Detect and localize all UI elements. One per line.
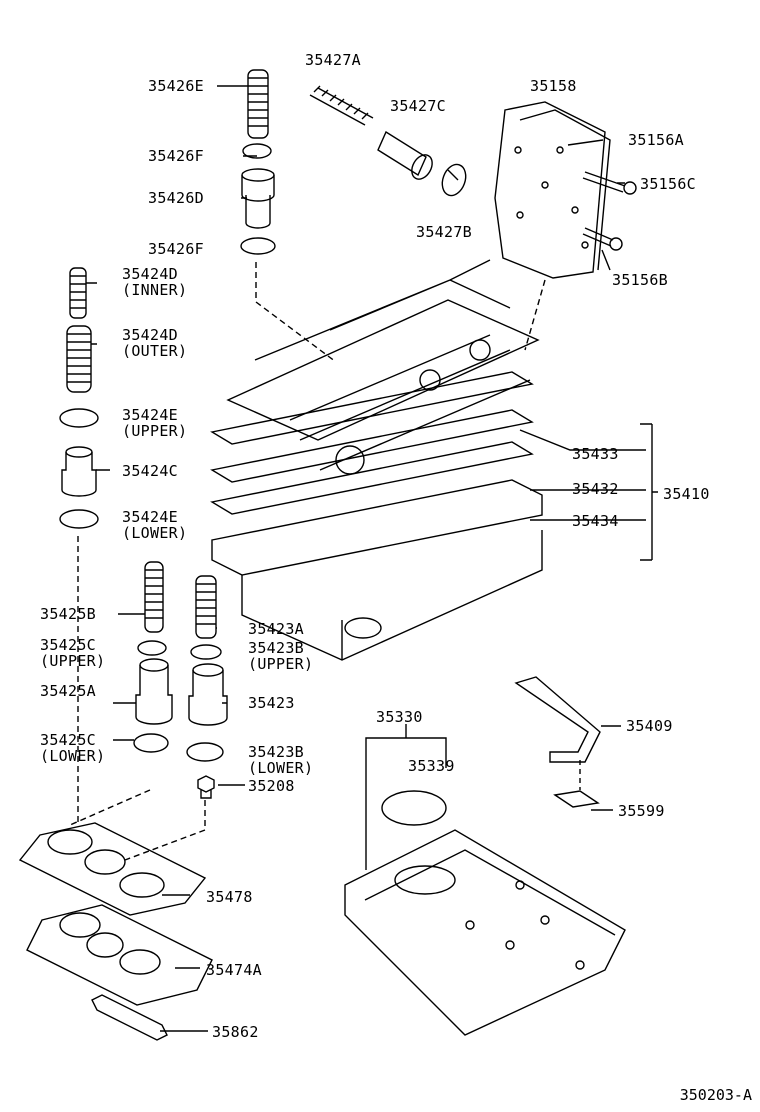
label-35208: 35208 xyxy=(248,777,295,795)
label-35424D-outer-number: 35424D xyxy=(122,326,178,344)
ring-35425C-lower xyxy=(133,733,169,753)
spring-35425B xyxy=(144,561,164,633)
label-35423: 35423 xyxy=(248,694,295,712)
part-35409 xyxy=(514,676,601,763)
label-35424D-outer-note: (OUTER) xyxy=(122,342,188,360)
leader-35433 xyxy=(519,429,646,451)
label-35478: 35478 xyxy=(206,888,253,906)
valve-35426D xyxy=(241,168,275,229)
label-35424E-upper: 35424E (UPPER) xyxy=(122,407,187,439)
label-35425C-upper-number: 35425C xyxy=(40,636,96,654)
plate-35474A xyxy=(26,904,213,1006)
spring-35427A xyxy=(309,85,374,126)
label-35425C-upper: 35425C (UPPER) xyxy=(40,637,105,669)
spring-35424D-outer xyxy=(66,325,92,393)
label-35409: 35409 xyxy=(626,717,673,735)
label-35423B-lower-note: (LOWER) xyxy=(248,759,314,777)
label-35425C-upper-note: (UPPER) xyxy=(40,652,106,670)
valve-body-35410 xyxy=(210,259,543,661)
label-35425C-lower-note: (LOWER) xyxy=(40,747,106,765)
label-35424E-lower-note: (LOWER) xyxy=(122,524,188,542)
plug-35208 xyxy=(197,775,215,799)
spring-35423A xyxy=(195,575,217,639)
ring-35424E-lower xyxy=(59,509,99,529)
label-35432: 35432 xyxy=(572,480,619,498)
spring-35424D-inner xyxy=(69,267,87,319)
label-35426D: 35426D xyxy=(148,189,204,207)
label-35423B-upper-note: (UPPER) xyxy=(248,655,314,673)
label-35424D-outer: 35424D (OUTER) xyxy=(122,327,187,359)
label-35424E-upper-number: 35424E xyxy=(122,406,178,424)
label-35426E: 35426E xyxy=(148,77,204,95)
valve-35425A xyxy=(135,658,173,725)
label-35426F-top: 35426F xyxy=(148,147,204,165)
label-35599: 35599 xyxy=(618,802,665,820)
label-35339: 35339 xyxy=(408,757,455,775)
oil-pan-35330 xyxy=(344,829,626,1036)
label-35424C: 35424C xyxy=(122,462,178,480)
label-35424D-inner: 35424D (INNER) xyxy=(122,266,187,298)
label-35423B-lower-number: 35423B xyxy=(248,743,304,761)
dash-line-35426 xyxy=(255,262,337,363)
label-35427A: 35427A xyxy=(305,51,361,69)
bolt-35156C xyxy=(582,171,637,195)
label-35156C: 35156C xyxy=(640,175,696,193)
label-35433: 35433 xyxy=(572,445,619,463)
label-35423B-upper-number: 35423B xyxy=(248,639,304,657)
valve-35423 xyxy=(188,663,228,726)
label-35424E-lower-number: 35424E xyxy=(122,508,178,526)
gasket-35339 xyxy=(381,790,447,826)
bracket-35410 xyxy=(640,423,658,561)
dash-line-35158 xyxy=(524,279,546,351)
dash-line-35423 xyxy=(69,789,206,861)
label-35330: 35330 xyxy=(376,708,423,726)
ring-35426F-bottom xyxy=(240,237,276,255)
valve-35424C xyxy=(61,446,97,497)
label-35426F-bottom: 35426F xyxy=(148,240,204,258)
label-35427B: 35427B xyxy=(416,223,472,241)
label-35423A: 35423A xyxy=(248,620,304,638)
label-35423B-lower: 35423B (LOWER) xyxy=(248,744,313,776)
label-35474A: 35474A xyxy=(206,961,262,979)
label-35410: 35410 xyxy=(663,485,710,503)
ring-35423B-lower xyxy=(186,742,224,762)
ring-35426F-top xyxy=(242,143,272,159)
spring-35426E xyxy=(247,69,269,139)
label-35425C-lower: 35425C (LOWER) xyxy=(40,732,105,764)
label-35434: 35434 xyxy=(572,512,619,530)
leaders xyxy=(86,85,625,1032)
label-35424D-inner-note: (INNER) xyxy=(122,281,188,299)
label-35424E-lower: 35424E (LOWER) xyxy=(122,509,187,541)
label-35425C-lower-number: 35425C xyxy=(40,731,96,749)
label-35862: 35862 xyxy=(212,1023,259,1041)
cover-35158 xyxy=(494,101,611,279)
plug-35427C xyxy=(377,130,433,180)
ring-35425C-upper xyxy=(137,640,167,656)
label-35156B: 35156B xyxy=(612,271,668,289)
label-35156A: 35156A xyxy=(628,131,684,149)
figure-code: 350203-A xyxy=(679,1086,752,1104)
label-35425B: 35425B xyxy=(40,605,96,623)
label-35427C: 35427C xyxy=(390,97,446,115)
ring-35424E-upper xyxy=(59,408,99,428)
label-35425A: 35425A xyxy=(40,682,96,700)
bracket-35862 xyxy=(91,994,168,1041)
part-35599 xyxy=(553,790,600,808)
label-35158: 35158 xyxy=(530,77,577,95)
bracket-35330 xyxy=(365,724,447,870)
label-35423B-upper: 35423B (UPPER) xyxy=(248,640,313,672)
ring-35427B xyxy=(441,163,467,197)
gasket-35478 xyxy=(18,822,207,916)
label-35424E-upper-note: (UPPER) xyxy=(122,422,188,440)
bolt-35156B xyxy=(582,227,623,251)
ring-35423B-upper xyxy=(190,644,222,660)
label-35424D-inner-number: 35424D xyxy=(122,265,178,283)
